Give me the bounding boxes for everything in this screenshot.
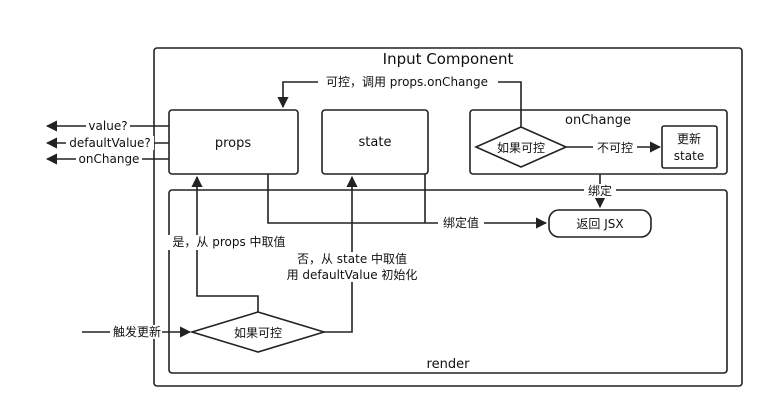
output-default-value-label: defaultValue?	[69, 136, 151, 150]
output-onchange-label: onChange	[79, 152, 140, 166]
controlled-call-label: 可控，调用 props.onChange	[326, 75, 488, 89]
yes-from-props-bg	[166, 235, 292, 250]
not-controlled-label: 不可控	[597, 141, 633, 155]
return-jsx-label: 返回 JSX	[576, 217, 623, 231]
output-value-bg	[86, 119, 130, 133]
state-box	[321, 109, 429, 175]
output-value-label: value?	[88, 119, 127, 133]
return-jsx-box	[548, 209, 652, 238]
output-onchange-bg	[76, 152, 142, 166]
render-title: render	[427, 357, 471, 372]
render-decision-label: 如果可控	[234, 325, 282, 340]
trigger-update-label: 触发更新	[113, 324, 161, 339]
no-from-state-line1: 否，从 state 中取值	[297, 251, 407, 266]
not-controlled-bg	[593, 141, 637, 155]
no-from-state-bg	[287, 252, 417, 282]
no-from-state-line2: 用 defaultValue 初始化	[287, 268, 418, 282]
component-title: Input Component	[383, 50, 514, 68]
state-label: state	[359, 135, 392, 150]
controlled-call-bg	[318, 75, 498, 90]
onchange-decision-diamond	[474, 126, 568, 168]
bind-value-label: 绑定值	[443, 215, 479, 230]
no-from-state-arrow	[324, 175, 358, 333]
render-decision-diamond	[189, 311, 327, 353]
props-label: props	[215, 136, 252, 151]
bind-value-bg	[438, 216, 484, 230]
yes-from-props-label: 是，从 props 中取值	[172, 234, 285, 249]
update-state-line2: state	[674, 149, 704, 163]
bind-label: 绑定	[588, 183, 612, 198]
props-box	[168, 109, 299, 175]
onchange-decision-label: 如果可控	[497, 140, 545, 155]
update-state-line1: 更新	[677, 131, 701, 146]
trigger-update-bg	[110, 325, 162, 339]
output-default-value-bg	[66, 136, 154, 150]
bind-bg	[584, 184, 616, 198]
update-state-box	[661, 125, 718, 169]
onchange-title: onChange	[565, 113, 631, 128]
